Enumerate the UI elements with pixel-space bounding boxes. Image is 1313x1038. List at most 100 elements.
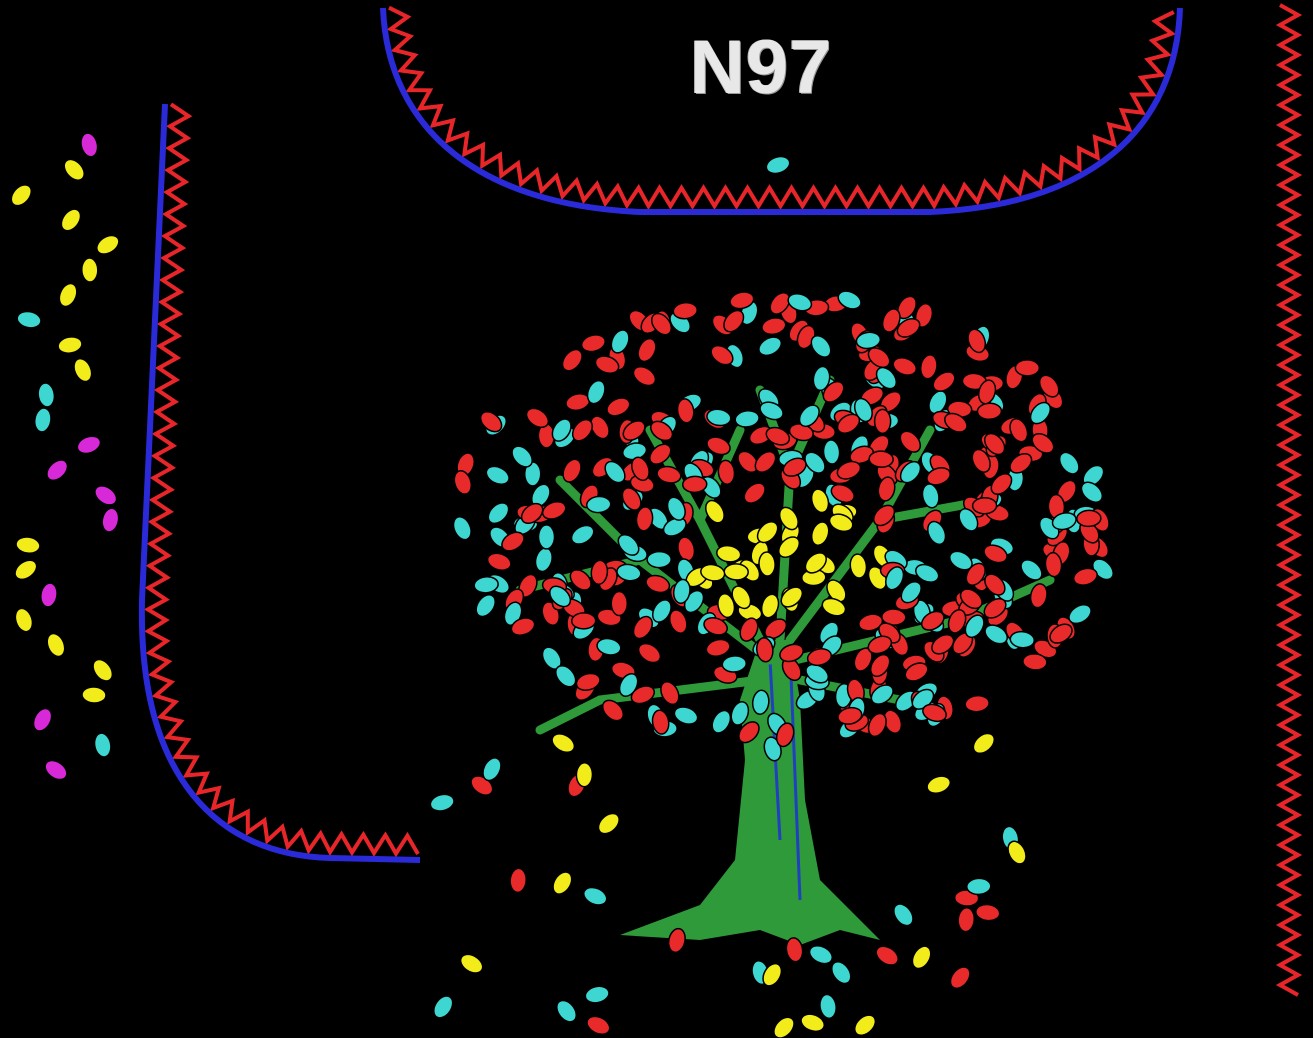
leaf-icon [734, 410, 760, 428]
leaf-icon [46, 459, 69, 482]
leaf-icon [76, 435, 102, 455]
leaf-icon [570, 612, 597, 630]
leaf-icon [1022, 653, 1048, 671]
leaf-icon [821, 597, 847, 617]
leaf-icon [1029, 583, 1048, 609]
leaf-icon [972, 732, 996, 755]
leaf-icon [853, 397, 873, 423]
leaf-icon [1009, 418, 1029, 443]
leaf-icon [759, 401, 784, 421]
leaf-icon [601, 699, 625, 722]
leaf-icon [32, 707, 53, 732]
leaf-icon [618, 672, 639, 697]
leaf-icon [705, 638, 731, 657]
leaf-icon [869, 653, 891, 678]
leaf-icon [631, 456, 650, 482]
leaf-icon [672, 578, 691, 605]
leaf-icon [716, 544, 742, 563]
leaf-icon [959, 588, 983, 610]
leaf-icon [911, 945, 932, 970]
leaf-icon [881, 308, 901, 333]
leaf-icon [743, 482, 766, 504]
leaf-icon [760, 593, 780, 619]
leaf-icon [837, 706, 863, 725]
leaf-icon [926, 775, 952, 794]
leaf-icon [93, 732, 112, 758]
leaf-icon [562, 458, 582, 483]
leaf-icon [920, 610, 945, 631]
zigzag-border-right [1275, 3, 1303, 997]
leaf-icon [1076, 509, 1102, 528]
leaf-icon [33, 407, 52, 433]
leaf-icon [944, 412, 968, 433]
leaf-icon [756, 521, 779, 544]
leaf-icon [81, 686, 107, 704]
leaf-icon [596, 637, 622, 656]
leaf-icon [755, 637, 774, 663]
leaf-icon [849, 553, 868, 579]
leaf-icon [867, 635, 893, 655]
leaf-icon [537, 524, 556, 550]
leaf-icon [509, 867, 527, 894]
leaf-icon [810, 521, 830, 546]
leaf-icon [616, 563, 642, 582]
leaf-icon [73, 357, 93, 383]
leaf-icon [700, 563, 726, 582]
leaf-icon [63, 158, 85, 181]
leaf-icon [717, 592, 736, 619]
leaf-icon [964, 614, 985, 639]
leaf-icon [1007, 840, 1027, 865]
leaf-icon [872, 504, 896, 527]
leaf-icon [826, 579, 847, 603]
leaf-icon [958, 508, 979, 532]
leaf-icon [503, 601, 523, 627]
leaf-icon [785, 937, 804, 963]
tree-trunk [620, 640, 880, 945]
leaf-icon [637, 337, 657, 363]
leaf-icon [523, 461, 542, 487]
leaf-icon [556, 999, 577, 1023]
leaf-icon [580, 334, 606, 353]
leaf-icon [453, 470, 473, 495]
leaf-icon [520, 502, 544, 525]
leaf-icon [967, 328, 987, 354]
leaf-icon [1058, 451, 1080, 475]
leaf-icon [717, 459, 736, 485]
leaf-icon [635, 506, 654, 532]
leaf-icon [932, 371, 956, 392]
leaf-icon [975, 903, 1001, 922]
leaf-icon [775, 722, 795, 748]
leaf-icon [710, 344, 734, 366]
leaf-icon [101, 507, 120, 533]
leaf-icon [582, 886, 608, 906]
leaf-icon [706, 436, 731, 456]
leaf-motifs [10, 132, 1114, 1038]
leaf-icon [761, 317, 787, 336]
leaf-icon [482, 757, 502, 782]
leaf-icon [1080, 481, 1104, 503]
leaf-icon [666, 496, 686, 521]
leaf-icon [822, 380, 845, 403]
leaf-icon [570, 524, 595, 545]
leaf-icon [660, 681, 680, 706]
leaf-icon [723, 309, 745, 333]
leaf-icon [983, 598, 1007, 619]
leaf-icon [10, 184, 33, 207]
leaf-icon [875, 366, 898, 390]
neckline-piping [380, 7, 1183, 215]
leaf-icon [57, 336, 83, 354]
leaf-icon [1051, 512, 1077, 531]
leaf-icon [721, 655, 748, 673]
leaf-icon [37, 382, 56, 408]
leaf-icon [769, 292, 791, 315]
leaf-icon [590, 559, 609, 585]
leaf-icon [819, 993, 837, 1020]
leaf-icon [433, 995, 454, 1019]
leaf-icon [46, 632, 66, 658]
leaf-icon [836, 413, 861, 434]
leaf-icon [931, 634, 955, 655]
leaf-icon [632, 365, 657, 387]
leaf-icon [569, 569, 592, 591]
leaf-icon [14, 607, 34, 633]
leaf-icon [965, 562, 986, 586]
